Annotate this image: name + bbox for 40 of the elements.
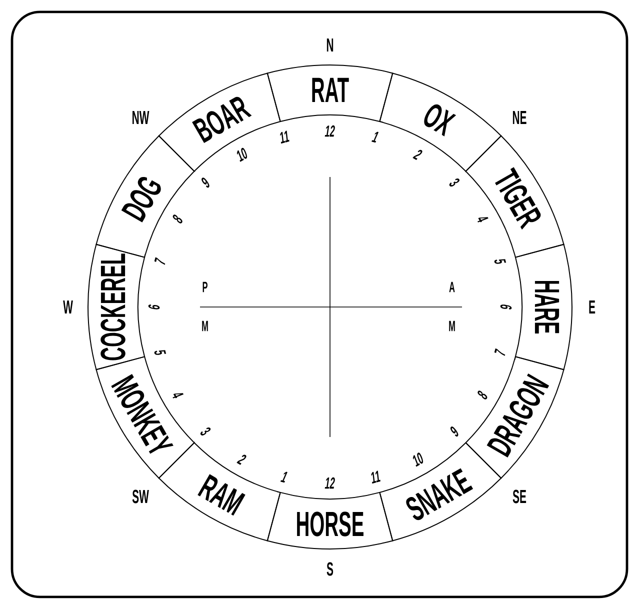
hour-number: 2 — [236, 454, 246, 465]
hour-number: 1 — [280, 472, 288, 483]
hour-number: 8 — [478, 390, 488, 400]
hour-number: 7 — [154, 257, 166, 265]
compass-direction: NE — [512, 110, 526, 124]
am-pm-letter: M — [202, 320, 208, 332]
hour-number: 11 — [280, 130, 290, 144]
compass-direction: E — [589, 300, 596, 314]
hour-number: 6 — [148, 304, 160, 310]
hour-number: 3 — [449, 178, 460, 187]
hour-number: 4 — [172, 393, 184, 398]
hour-number: 4 — [477, 217, 488, 222]
hour-number: 5 — [494, 259, 506, 264]
compass-direction: NW — [132, 110, 150, 124]
hour-number: 7 — [494, 348, 506, 356]
hour-number: 8 — [172, 214, 182, 224]
hour-number: 1 — [372, 132, 379, 143]
compass-direction: S — [326, 562, 334, 576]
zodiac-segment: HARE — [514, 244, 572, 370]
hour-number: 5 — [154, 350, 166, 355]
zodiac-segment: HORSE — [266, 492, 394, 550]
compass-direction: W — [63, 300, 73, 314]
am-pm-letter: A — [449, 282, 455, 292]
compass-direction: N — [326, 38, 334, 52]
zodiac-segment: COCKEREL — [88, 244, 146, 370]
hour-number: 12 — [324, 125, 335, 137]
hour-number: 9 — [202, 178, 210, 188]
hour-number: 12 — [324, 477, 335, 489]
hour-number: 6 — [500, 304, 512, 310]
am-pm-letter: P — [202, 282, 208, 292]
hour-number: 3 — [200, 427, 211, 436]
compass-direction: SW — [132, 490, 149, 504]
hour-number: 11 — [371, 470, 380, 484]
hour-number: 2 — [412, 150, 422, 160]
hour-number: 10 — [412, 452, 424, 467]
compass-direction: SE — [512, 490, 526, 504]
hour-number: 10 — [236, 148, 248, 162]
zodiac-segment: RAT — [266, 64, 394, 122]
am-pm-letter: M — [449, 320, 455, 332]
hour-number: 9 — [450, 426, 458, 437]
